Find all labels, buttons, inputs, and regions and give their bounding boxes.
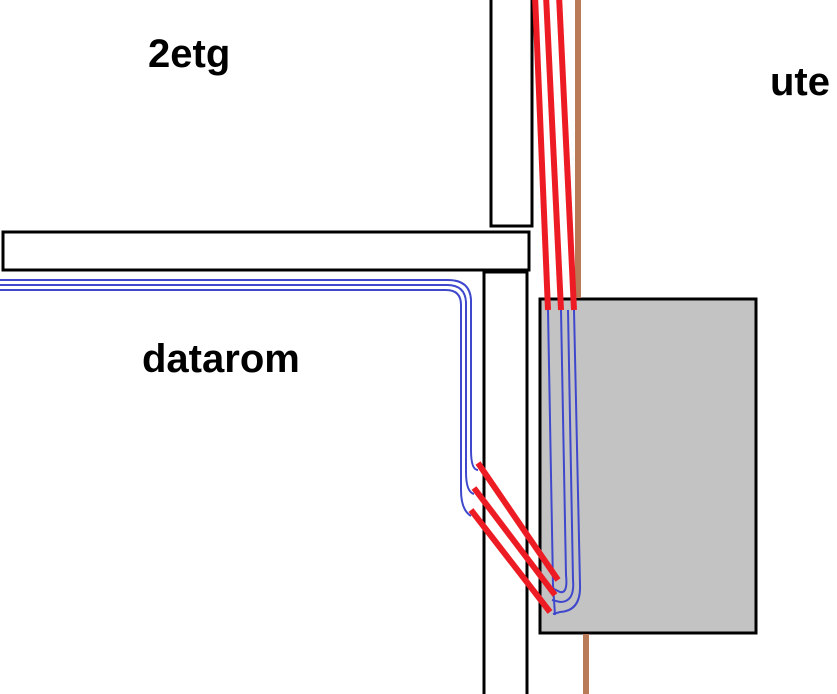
- blue-cable-box-outer-1: [551, 309, 568, 594]
- label-2etg: 2etg: [148, 32, 230, 76]
- red-cable-wall-3: [468, 508, 553, 614]
- blue-cable-room-2: [0, 284, 475, 495]
- wall-upper-vertical: [489, 0, 534, 228]
- red-cable-top-1: [532, 0, 551, 311]
- floor-slab-horizontal: [1, 230, 531, 272]
- blue-cable-room-1: [0, 279, 479, 471]
- red-cable-wall-1: [475, 461, 561, 582]
- blue-cable-box-inner: [547, 309, 556, 616]
- red-cable-wall-2: [471, 486, 558, 597]
- red-cable-top-3: [556, 0, 577, 311]
- blue-cable-room-3: [0, 289, 472, 517]
- red-cable-top-2: [543, 0, 564, 311]
- blue-cable-box-outer-2: [552, 309, 582, 615]
- label-datarom: datarom: [142, 337, 300, 381]
- blue-cable-box-outer-3: [551, 309, 575, 604]
- label-ute: ute: [770, 60, 830, 104]
- outdoor-enclosure-box: [538, 297, 758, 635]
